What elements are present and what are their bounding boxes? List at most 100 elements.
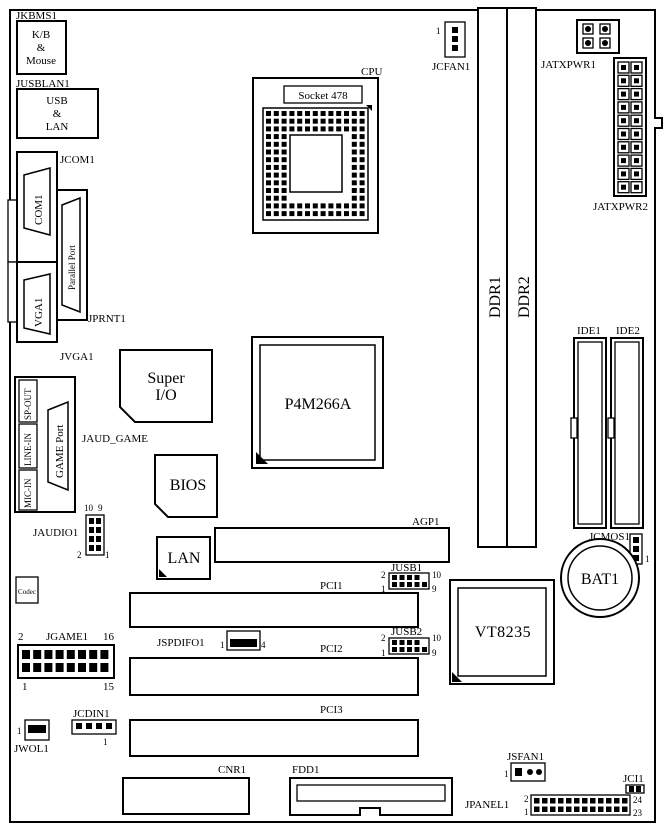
jpanel1-label: JPANEL1 — [465, 799, 509, 811]
jcfan1-header: 1 JCFAN1 — [432, 21, 470, 73]
ddr2-slot: DDR2 — [506, 7, 537, 548]
pin — [542, 798, 548, 804]
pin — [22, 650, 30, 659]
svg-text:1: 1 — [504, 769, 509, 779]
pci1-label: PCI1 — [320, 580, 343, 592]
pin — [344, 126, 349, 132]
pin — [312, 211, 318, 217]
pin — [392, 640, 397, 645]
pin — [328, 126, 334, 132]
jatxpwr1-connector: JATXPWR1 — [541, 19, 620, 71]
pin — [266, 180, 271, 186]
pin — [44, 663, 53, 672]
pin — [351, 126, 357, 132]
pin — [344, 111, 349, 116]
pin — [574, 806, 580, 812]
jatxpwr2-connector: JATXPWR2 — [593, 57, 648, 213]
pin — [281, 188, 287, 193]
pin — [281, 203, 287, 209]
southbridge-chip: VT8235 — [449, 579, 555, 685]
pin — [392, 582, 397, 587]
pin — [266, 164, 271, 170]
pin — [621, 144, 626, 150]
jusblan1-label: JUSBLAN1 — [16, 78, 70, 90]
svg-text:USB: USB — [46, 95, 67, 107]
svg-text:16: 16 — [103, 631, 115, 643]
pin — [574, 798, 580, 804]
svg-text:2: 2 — [77, 550, 82, 560]
northbridge-label: P4M266A — [285, 396, 352, 413]
pin — [634, 171, 639, 177]
com1-label: COM1 — [33, 194, 45, 225]
pin — [351, 188, 357, 193]
jusb1-header: 2 JUSB1 10 1 9 — [381, 562, 442, 594]
pin — [566, 798, 572, 804]
cnr1-label: CNR1 — [218, 764, 246, 776]
pin — [297, 203, 303, 209]
agp1-label: AGP1 — [412, 516, 440, 528]
pin — [266, 134, 271, 140]
jvga1-label: JVGA1 — [60, 351, 94, 363]
pin — [634, 144, 639, 150]
pin — [78, 663, 86, 672]
pin — [44, 650, 53, 659]
pin — [392, 647, 397, 652]
pin — [351, 211, 357, 217]
svg-text:1: 1 — [381, 584, 386, 594]
pin — [634, 78, 639, 84]
pin — [558, 798, 564, 804]
pin — [634, 184, 639, 190]
pin — [328, 111, 334, 116]
pin — [66, 663, 75, 672]
svg-text:9: 9 — [432, 648, 437, 658]
pin — [273, 211, 279, 217]
pin — [344, 211, 349, 217]
pin — [359, 157, 365, 163]
line-in-label: LINE-IN — [23, 433, 33, 466]
pin — [414, 640, 420, 645]
pin — [590, 806, 596, 812]
pin — [297, 126, 303, 132]
parallel-port-label: Parallel Port — [67, 245, 77, 290]
mic-in-label: MIC-IN — [23, 478, 33, 508]
jatxpwr2-label: JATXPWR2 — [593, 201, 648, 213]
pin — [351, 157, 357, 163]
pin — [351, 118, 357, 124]
pin — [100, 650, 109, 659]
fdd-connector: FDD1 — [289, 764, 453, 816]
usb-lan-port: JUSBLAN1 USB & LAN — [16, 78, 99, 139]
jaudio1-label: JAUDIO1 — [33, 527, 78, 539]
pin — [320, 118, 326, 124]
pin — [266, 203, 271, 209]
svg-text:1: 1 — [17, 726, 22, 736]
pin — [590, 798, 596, 804]
pin — [359, 111, 365, 116]
pin — [89, 663, 98, 672]
pin — [392, 575, 397, 580]
pin — [634, 91, 639, 97]
pin — [281, 157, 287, 163]
pin — [399, 640, 405, 645]
game-port-label: GAME Port — [54, 425, 66, 478]
pin — [566, 806, 572, 812]
pin — [351, 195, 357, 201]
pin — [273, 164, 279, 170]
jatxpwr1-label: JATXPWR1 — [541, 59, 596, 71]
pin — [614, 806, 620, 812]
pin — [33, 650, 42, 659]
svg-text:4: 4 — [261, 640, 266, 650]
pin — [266, 211, 271, 217]
pin — [359, 203, 365, 209]
jgame1-label: JGAME1 — [46, 631, 88, 643]
ide2-connector: IDE2 — [607, 325, 644, 529]
pin — [289, 118, 295, 124]
pin — [266, 111, 271, 116]
pin — [407, 582, 412, 587]
svg-text:1: 1 — [220, 640, 225, 650]
pin — [399, 647, 405, 652]
pin — [351, 164, 357, 170]
pin — [414, 582, 420, 587]
pin — [281, 141, 287, 147]
cpu-socket: CPU Socket 478 — [252, 66, 382, 234]
pin — [351, 172, 357, 178]
